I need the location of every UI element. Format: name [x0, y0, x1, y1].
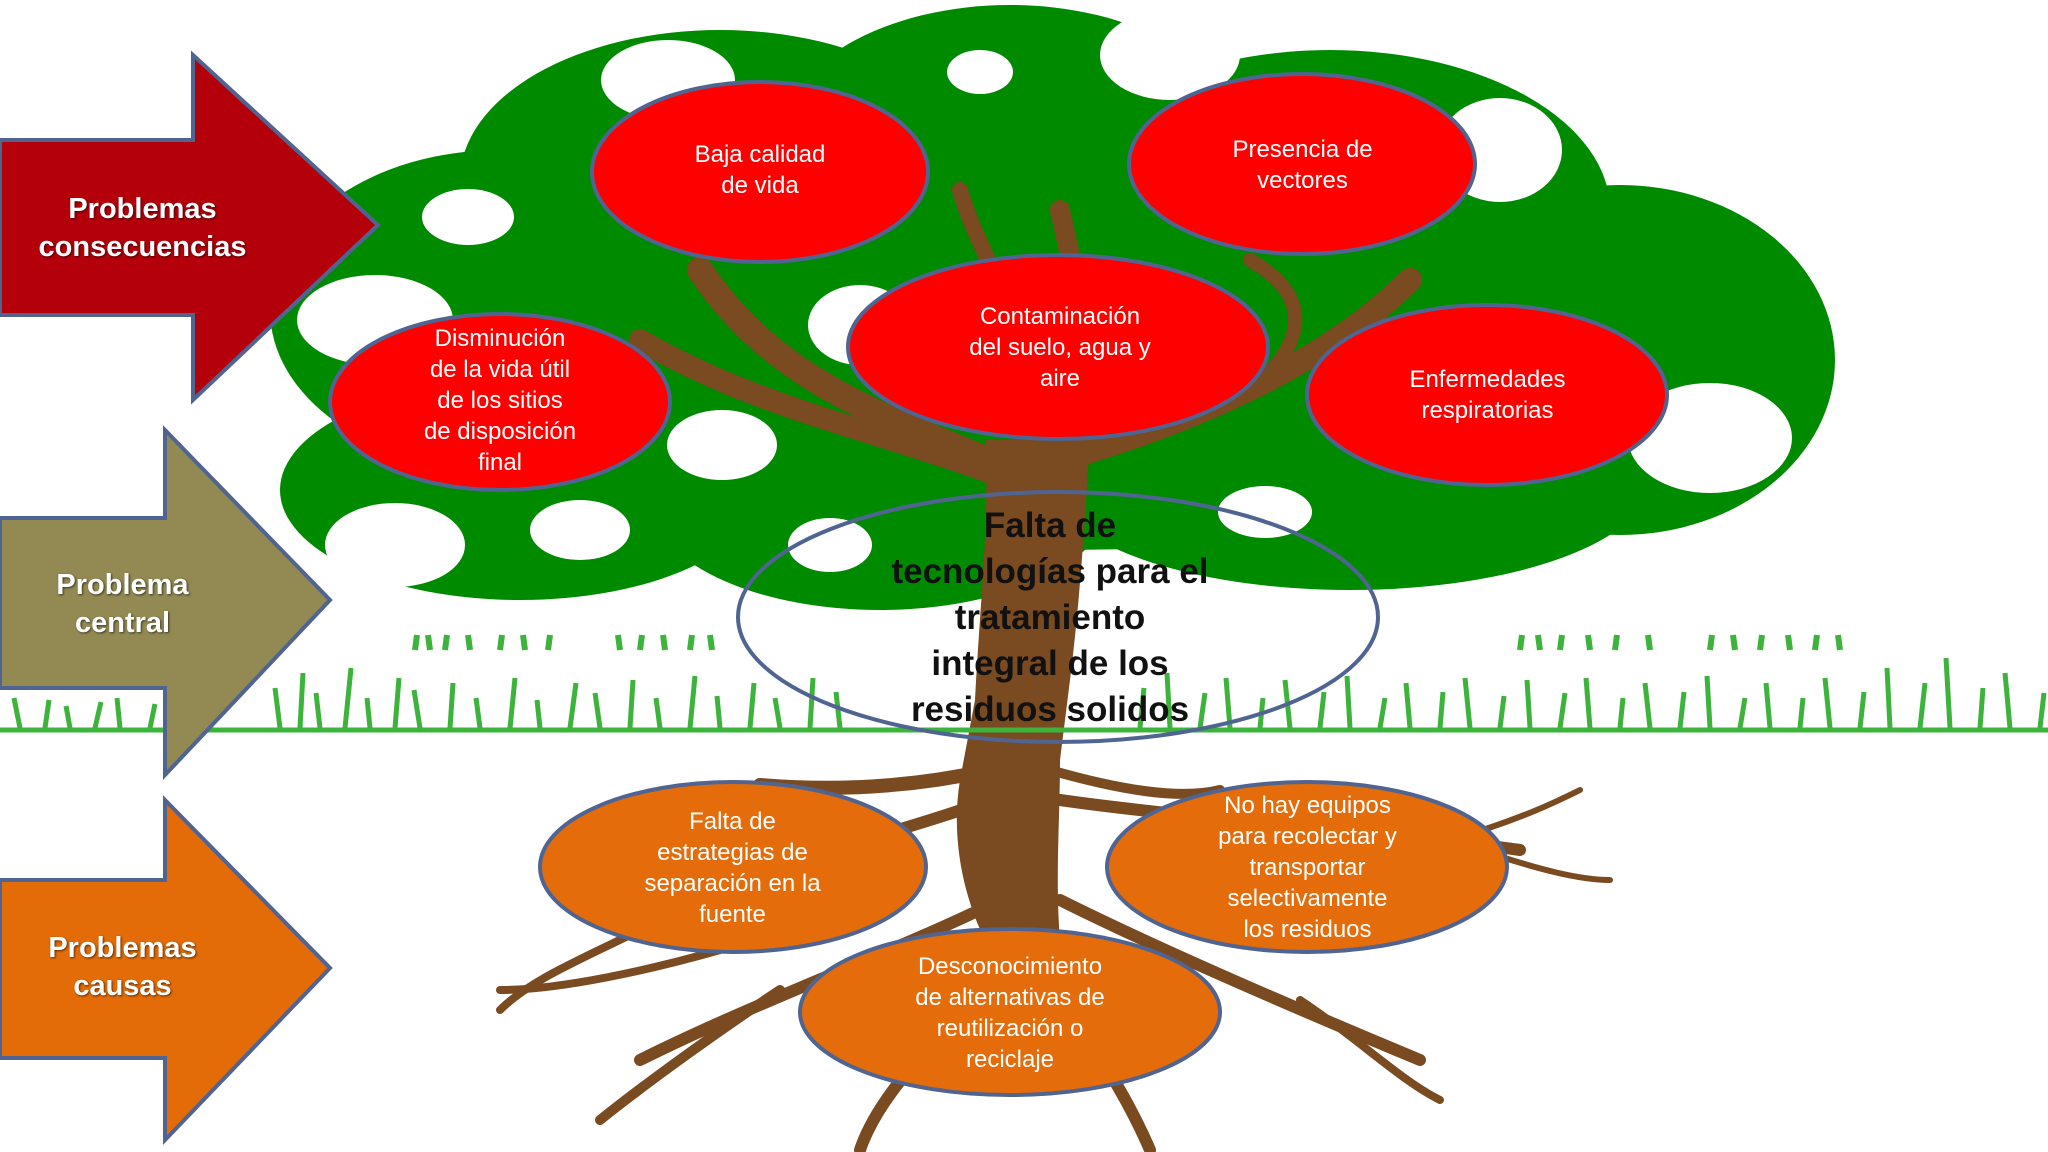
consequences-arrow — [0, 50, 381, 405]
cause-text-equipos: No hay equipos para recolectar y transpo… — [1218, 792, 1397, 943]
central-problem-arrow-label: Problema central — [56, 569, 189, 639]
ground-grass — [0, 634, 2048, 733]
consequence-text-enfermedades: Enfermedades respiratorias — [1409, 366, 1566, 424]
consequence-node-enfermedades — [1305, 303, 1669, 487]
cause-text-estrategias: Falta de estrategias de separación en la… — [644, 807, 821, 928]
tree-trunk — [629, 182, 1422, 940]
consequence-node-vectores — [1127, 72, 1477, 256]
cause-node-equipos — [1105, 780, 1509, 954]
central-problem-outline — [736, 490, 1380, 744]
cause-node-desconocimiento — [798, 927, 1222, 1097]
consequence-node-baja-calidad — [590, 80, 930, 264]
central-problem-text: Falta de tecnologías para el tratamiento… — [891, 506, 1209, 729]
consequence-text-baja-calidad: Baja calidad de vida — [694, 141, 826, 199]
cause-nodes — [538, 780, 1509, 1097]
consequence-text-disminucion: Disminución de la vida útil de los sitio… — [423, 324, 577, 476]
causes-arrow-label: Problemas causas — [48, 932, 197, 1002]
consequence-text-contaminacion: Contaminación del suelo, agua y aire — [969, 303, 1151, 392]
consequence-node-contaminacion — [846, 253, 1270, 441]
central-problem-arrow — [0, 425, 333, 781]
cause-node-estrategias — [538, 780, 928, 954]
consequences-arrow-label: Problemas consecuencias — [38, 193, 247, 263]
consequence-node-disminucion — [328, 312, 672, 492]
cause-text-desconocimiento: Desconocimiento de alternativas de reuti… — [915, 952, 1105, 1073]
consequence-text-vectores: Presencia de vectores — [1232, 136, 1373, 194]
consequence-nodes — [328, 72, 1669, 492]
causes-arrow — [0, 795, 333, 1145]
